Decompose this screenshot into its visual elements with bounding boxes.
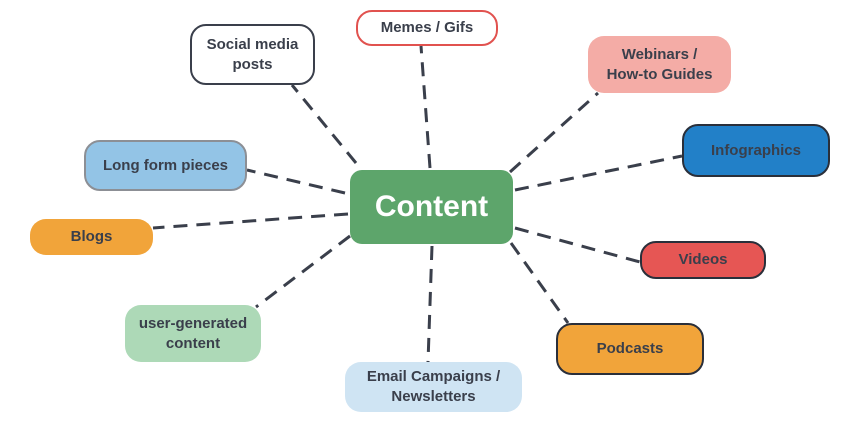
connector-memes [419,45,432,169]
connector-podcasts [509,242,570,324]
connector-longform [246,168,346,195]
node-blogs: Blogs [30,219,153,255]
node-memes-gifs: Memes / Gifs [356,10,498,46]
connector-ugc [255,234,351,309]
node-long-form-pieces: Long form pieces [84,140,247,191]
connector-email [426,245,434,363]
node-social-media-posts: Social media posts [190,24,315,85]
connector-infographics [514,154,683,192]
node-email-campaigns-newsletters: Email Campaigns / Newsletters [345,362,522,412]
node-videos: Videos [640,241,766,279]
connector-webinars [508,91,600,174]
node-infographics: Infographics [682,124,830,177]
node-podcasts: Podcasts [556,323,704,375]
node-webinars-how-to-guides: Webinars / How-to Guides [588,36,731,93]
connector-videos [514,226,641,264]
connector-social [290,84,358,164]
central-topic-content: Content [350,170,513,244]
connector-blogs [152,212,349,230]
node-user-generated-content: user-generated content [125,305,261,362]
